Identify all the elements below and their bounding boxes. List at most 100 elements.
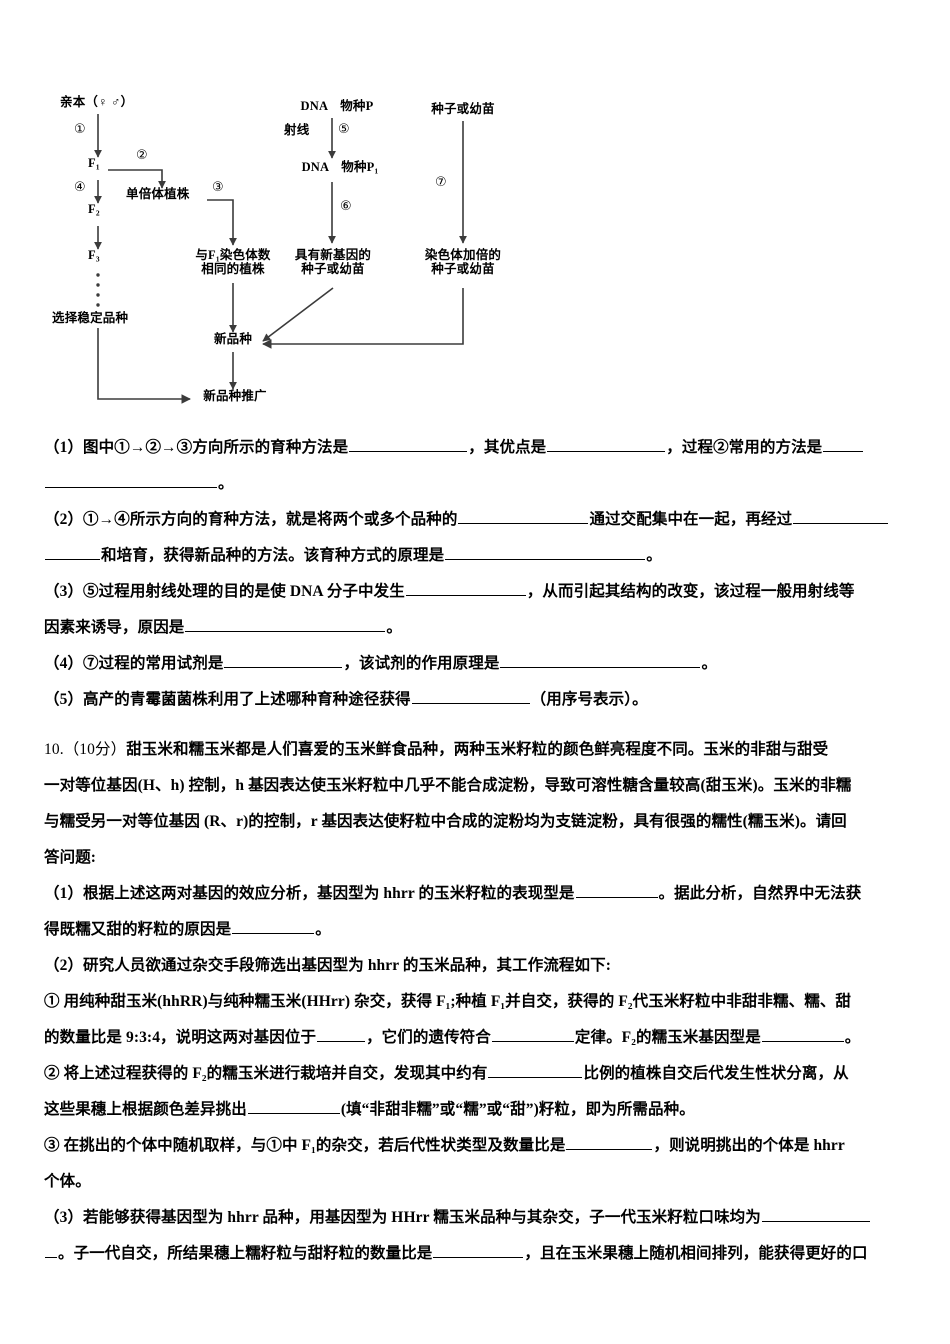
blank-q2-1[interactable] xyxy=(458,508,589,524)
step3-text-b: ，则说明挑出的个体是 hhrr xyxy=(653,1137,845,1154)
q2-text-b: 通过交配集中在一起，再经过 xyxy=(589,511,793,528)
question-1-line-2: 。 xyxy=(44,466,916,502)
question-3-line-2: 因素来诱导，原因是。 xyxy=(44,610,916,646)
step3-text-a: ③ 在挑出的个体中随机取样，与①中 F₁的杂交，若后代性状类型及数量比是 xyxy=(44,1137,566,1154)
blank-q2-2b[interactable] xyxy=(45,544,100,560)
node-dna-species-p: DNA 物种P xyxy=(300,99,374,113)
blank-10-2-4[interactable] xyxy=(488,1062,583,1078)
question-5-line-1: （5）高产的青霉菌菌株利用了上述哪种育种途径获得 （用序号表示）。 xyxy=(44,682,916,718)
node-parent: 亲本（♀ ♂） xyxy=(60,95,134,109)
step2-text-c: 这些果穗上根据颜色差异挑出 xyxy=(44,1101,247,1118)
item-10-score: （10分） xyxy=(63,741,127,758)
blank-10-2-5[interactable] xyxy=(247,1098,340,1114)
question-2-line-1: （2）①→④所示方向的育种方法，就是将两个或多个品种的 通过交配集中在一起，再经过 xyxy=(44,502,916,538)
q1-text-a: （1）图中①→②→③方向所示的育种方法是 xyxy=(44,439,349,456)
q2-text-a: （2）①→④所示方向的育种方法，就是将两个或多个品种的 xyxy=(44,511,458,528)
blank-q1-3a[interactable] xyxy=(823,436,864,452)
node-new-gene-seed-line1: 具有新基因的 xyxy=(294,248,372,262)
blank-10-1-2[interactable] xyxy=(232,918,315,934)
q4-text-c: 。 xyxy=(701,655,718,672)
blank-q4-2[interactable] xyxy=(500,652,701,668)
sub3-text-a: （3）若能够获得基因型为 hhrr 品种，用基因型为 HHrr 糯玉米品种与其杂… xyxy=(44,1209,761,1226)
blank-q2-2a[interactable] xyxy=(793,508,889,524)
blank-10-2-3[interactable] xyxy=(761,1026,844,1042)
node-haploid-plant: 单倍体植株 xyxy=(126,187,190,201)
q4-text-b: ，该试剂的作用原理是 xyxy=(343,655,500,672)
blank-10-2-1[interactable] xyxy=(317,1026,366,1042)
question-3-line-1: （3）⑤过程用射线处理的目的是使 DNA 分子中发生 ，从而引起其结构的改变，该过… xyxy=(44,574,916,610)
blank-10-2-2[interactable] xyxy=(491,1026,574,1042)
sub1-text-c: 得既糯又甜的籽粒的原因是 xyxy=(44,921,232,938)
blank-10-3-1b[interactable] xyxy=(45,1242,57,1258)
node-doubled-chromosome-seed-line2: 种子或幼苗 xyxy=(431,262,495,276)
blank-q2-3[interactable] xyxy=(445,544,646,560)
sub1-text-b: 。据此分析，自然界中无法获 xyxy=(658,885,862,902)
q2-text-c: 和培育，获得新品种的方法。该育种方式的原理是 xyxy=(101,547,445,564)
q1-text-b: ，其优点是 xyxy=(468,439,547,456)
q5-text-b: （用序号表示）。 xyxy=(530,691,648,708)
q1-text-c: ，过程②常用的方法是 xyxy=(666,439,823,456)
step-marker-2: ② xyxy=(136,148,148,163)
item-10-sub3-line-1: （3）若能够获得基因型为 hhrr 品种，用基因型为 HHrr 糯玉米品种与其杂… xyxy=(44,1200,916,1236)
node-f3: F₃ xyxy=(88,248,100,262)
step1-text-b: ，它们的遗传符合 xyxy=(366,1029,491,1046)
step2-text-d: (填“非甜非糯”或“糯”或“甜”)籽粒，即为所需品种。 xyxy=(340,1101,695,1118)
item-10-sub2-step3-line-1: ③ 在挑出的个体中随机取样，与①中 F₁的杂交，若后代性状类型及数量比是 ，则说明… xyxy=(44,1128,916,1164)
question-2-line-2: 和培育，获得新品种的方法。该育种方式的原理是 。 xyxy=(44,538,916,574)
step-marker-1: ① xyxy=(74,122,86,137)
node-dna-species-p1: DNA 物种P₁ xyxy=(301,160,379,174)
item-10-number: 10. xyxy=(44,741,64,758)
step1-text-a: 的数量比是 9:3:4，说明这两对基因位于 xyxy=(44,1029,317,1046)
blank-10-1-1[interactable] xyxy=(575,882,658,898)
q2-text-d: 。 xyxy=(646,547,662,564)
sub3-text-b: 。子一代自交，所结果穗上糯籽粒与甜籽粒的数量比是 xyxy=(58,1245,433,1262)
q1-text-d: 。 xyxy=(218,475,234,492)
node-f2: F₂ xyxy=(88,202,100,216)
step-marker-5: ⑤ xyxy=(338,122,350,137)
blank-q5-1[interactable] xyxy=(411,688,530,704)
question-1-line-1: （1）图中①→②→③方向所示的育种方法是 ，其优点是 ，过程②常用的方法是 xyxy=(44,430,916,466)
question-text-body: （1）图中①→②→③方向所示的育种方法是 ，其优点是 ，过程②常用的方法是 。 （2… xyxy=(44,430,916,1272)
blank-10-3-2[interactable] xyxy=(433,1242,524,1258)
item-10-sub1-line-2: 得既糯又甜的籽粒的原因是。 xyxy=(44,912,916,948)
item-10-stem-line-2: 一对等位基因(H、h) 控制，h 基因表达使玉米籽粒中几乎不能合成淀粉，导致可溶… xyxy=(44,777,852,794)
blank-q4-1[interactable] xyxy=(224,652,343,668)
step-marker-6: ⑥ xyxy=(340,199,352,214)
item-10-sub1-line-1: （1）根据上述这两对基因的效应分析，基因型为 hhrr 的玉米籽粒的表现型是 。据… xyxy=(44,876,916,912)
item-10-stem-line-1: 10.（10分）甜玉米和糯玉米都是人们喜爱的玉米鲜食品种，两种玉米籽粒的颜色鲜亮… xyxy=(44,732,916,768)
q4-text-a: （4）⑦过程的常用试剂是 xyxy=(44,655,224,672)
blank-10-2-6[interactable] xyxy=(566,1134,653,1150)
blank-q3-2[interactable] xyxy=(185,616,386,632)
item-10-sub3-line-2: 。子一代自交，所结果穗上糯籽粒与甜籽粒的数量比是 ，且在玉米果穗上随机相间排列，能… xyxy=(44,1236,916,1272)
q3-text-b: ，从而引起其结构的改变，该过程一般用射线等 xyxy=(526,583,855,600)
blank-q3-1[interactable] xyxy=(405,580,526,596)
node-f1: F₁ xyxy=(88,156,100,170)
sub3-text-c: ，且在玉米果穗上随机相间排列，能获得更好的口 xyxy=(524,1245,868,1262)
step-marker-7: ⑦ xyxy=(435,175,447,190)
blank-q1-1[interactable] xyxy=(349,436,468,452)
blank-q1-3b[interactable] xyxy=(45,472,217,488)
item-10-sub2-step1-line-2: 的数量比是 9:3:4，说明这两对基因位于 ，它们的遗传符合 定律。F₂的糯玉米基因… xyxy=(44,1020,916,1056)
dotted-continuation xyxy=(96,273,100,307)
node-seed-or-seedling: 种子或幼苗 xyxy=(431,102,495,116)
node-doubled-chromosome-seed-line1: 染色体加倍的 xyxy=(424,248,502,262)
step2-text-a: ② 将上述过程获得的 F₂的糯玉米进行栽培并自交，发现其中约有 xyxy=(44,1065,488,1082)
node-new-variety: 新品种 xyxy=(213,332,253,346)
blank-10-3-1a[interactable] xyxy=(761,1206,870,1222)
step1-text-c: 定律。F₂的糯玉米基因型是 xyxy=(574,1029,761,1046)
item-10-sub2-intro: （2）研究人员欲通过杂交手段筛选出基因型为 hhrr 的玉米品种，其工作流程如下… xyxy=(44,957,611,974)
breeding-flowchart-figure: 亲本（♀ ♂） ① F₁ ④ ② F₂ F₃ 选择稳定品种 单倍体植株 ③ 与F… xyxy=(0,0,950,425)
blank-q1-2[interactable] xyxy=(547,436,666,452)
step-marker-3: ③ xyxy=(212,180,224,195)
item-10-stem-line-4: 答问题: xyxy=(44,849,97,866)
question-4-line-1: （4）⑦过程的常用试剂是 ，该试剂的作用原理是 。 xyxy=(44,646,916,682)
flowchart-arrows xyxy=(94,114,467,404)
step-marker-4: ④ xyxy=(74,180,86,195)
q3-text-a: （3）⑤过程用射线处理的目的是使 DNA 分子中发生 xyxy=(44,583,405,600)
q3-text-d: 。 xyxy=(386,619,403,636)
q5-text-a: （5）高产的青霉菌菌株利用了上述哪种育种途径获得 xyxy=(44,691,411,708)
node-select-stable-variety: 选择稳定品种 xyxy=(52,311,129,325)
step1-text-d: 。 xyxy=(844,1029,861,1046)
node-new-gene-seed-line2: 种子或幼苗 xyxy=(301,262,365,276)
sub1-text-a: （1）根据上述这两对基因的效应分析，基因型为 hhrr 的玉米籽粒的表现型是 xyxy=(44,885,575,902)
